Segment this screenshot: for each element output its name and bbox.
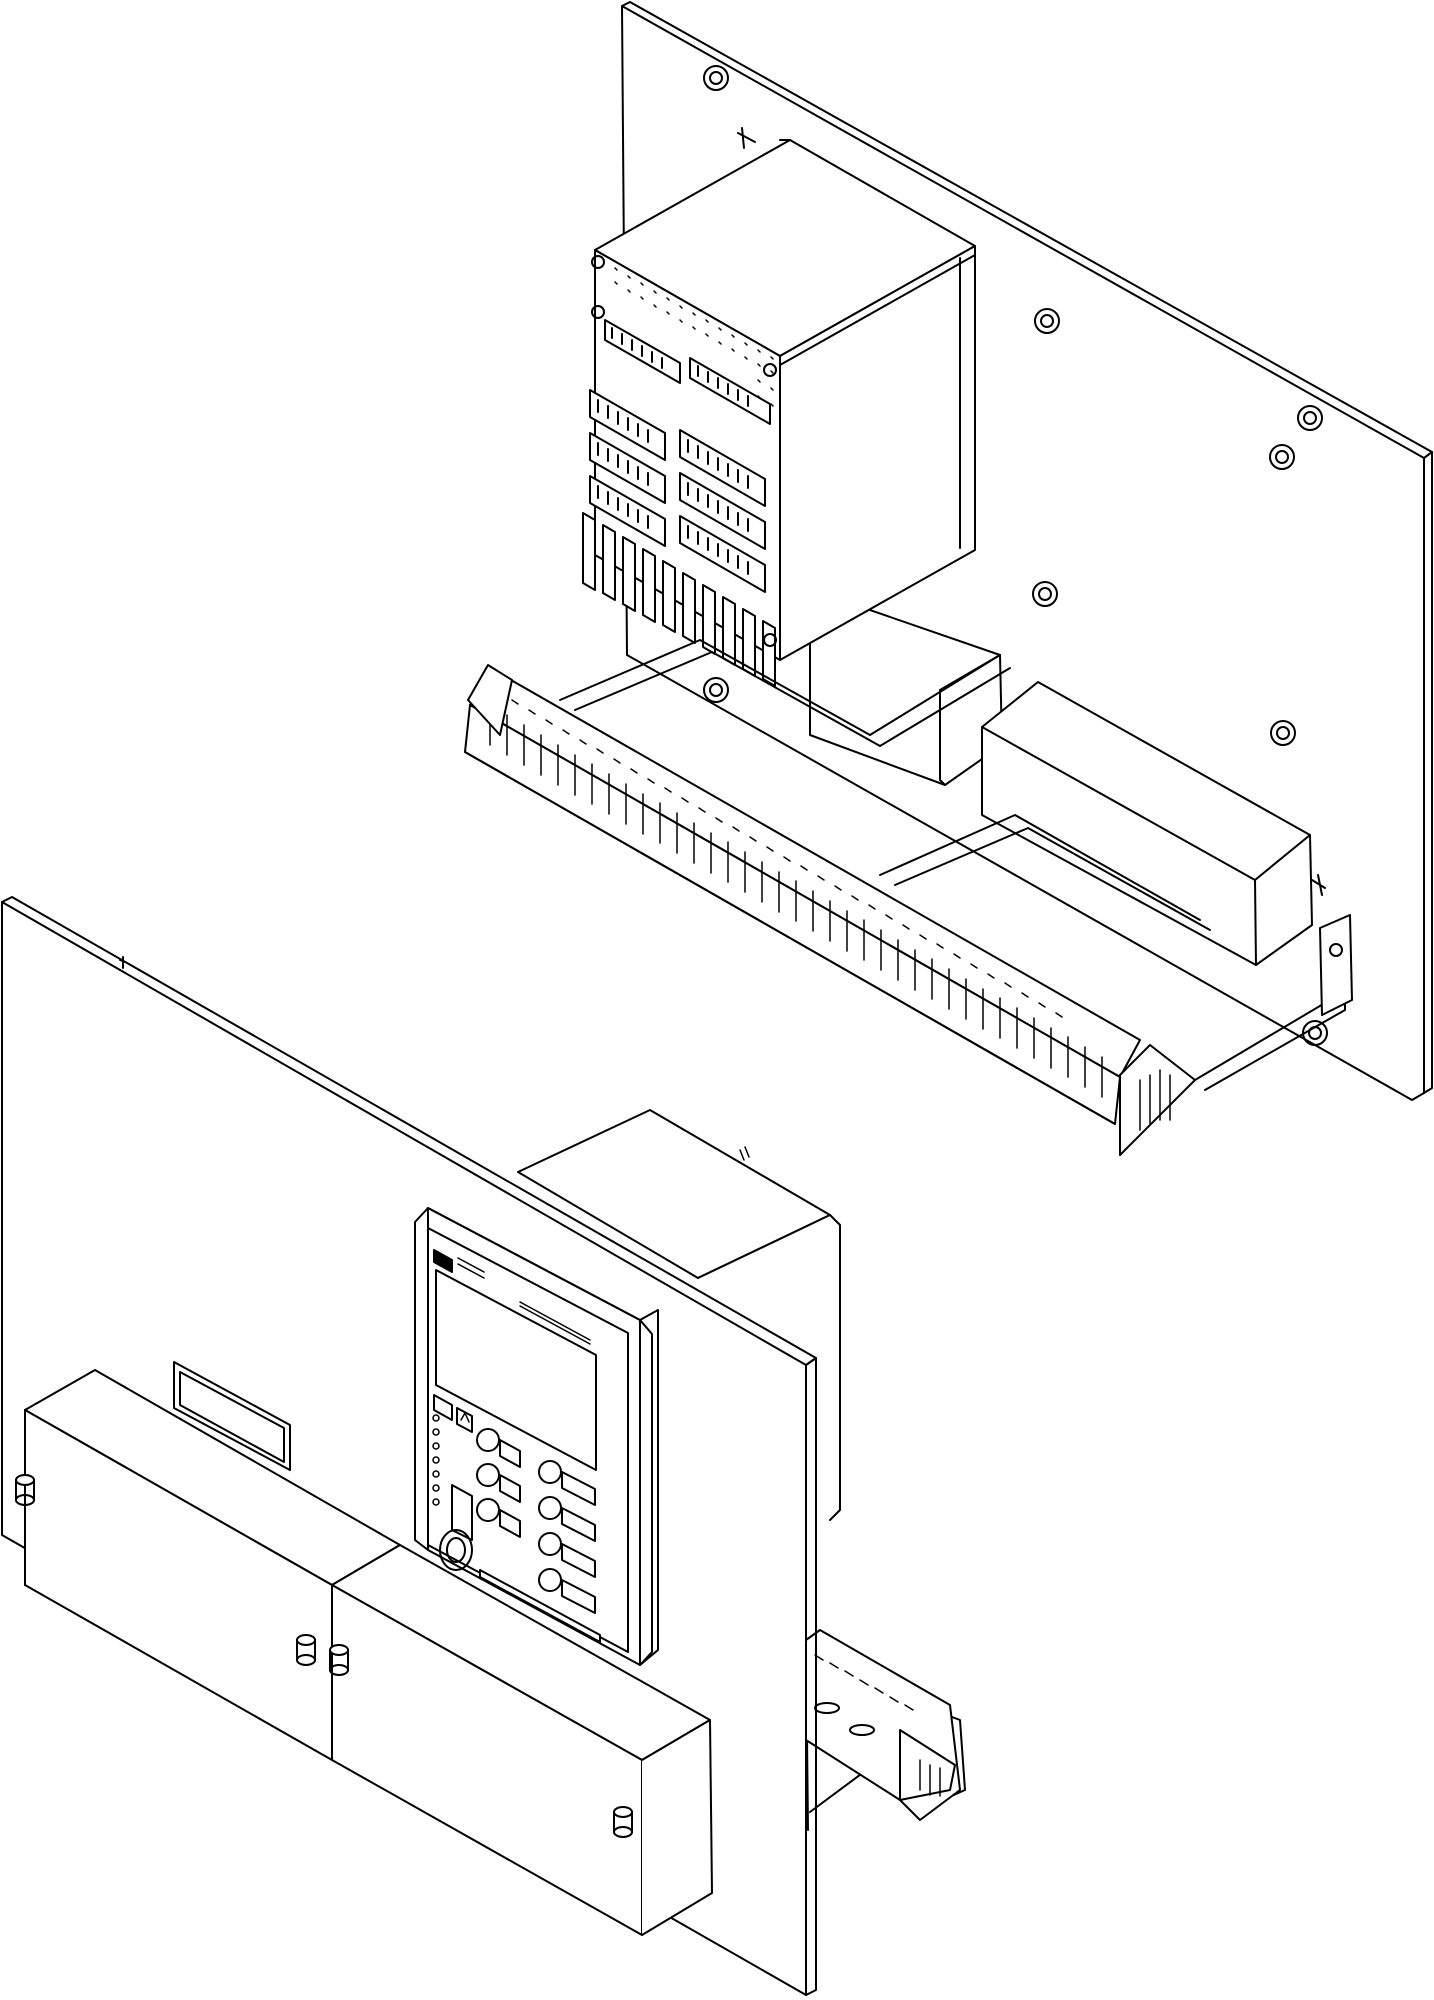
cover-knob [296,1634,316,1666]
relay-front-hmi [414,1207,659,1666]
nut [1034,308,1060,334]
function-keys [476,1428,596,1614]
cover-knob [15,1474,35,1506]
terminal-block-rail [464,664,1196,1156]
rear-plate-nuts [703,65,1328,1046]
ventilation-holes [614,267,774,407]
nut [703,677,729,703]
rear-terminal-connectors [582,319,776,687]
nut [1270,720,1296,746]
nut [1032,581,1058,607]
front-support-rails [805,1629,966,1831]
rear-support-rails [559,639,1353,1091]
cover-knob [329,1644,349,1676]
nut [1297,405,1323,431]
front-cover-boxes [15,1369,713,1936]
front-assembly [1,896,966,1996]
nut [703,65,729,91]
usb-port-icon [439,1529,473,1571]
cover-knob [613,1806,633,1838]
nut [1269,444,1295,470]
rear-assembly [464,1,1433,1156]
relay-rear-housing [582,139,976,687]
label-window [173,1361,291,1471]
terminal-blocks [489,689,1103,1098]
lcd-display [435,1269,597,1471]
status-leds [432,1414,440,1506]
